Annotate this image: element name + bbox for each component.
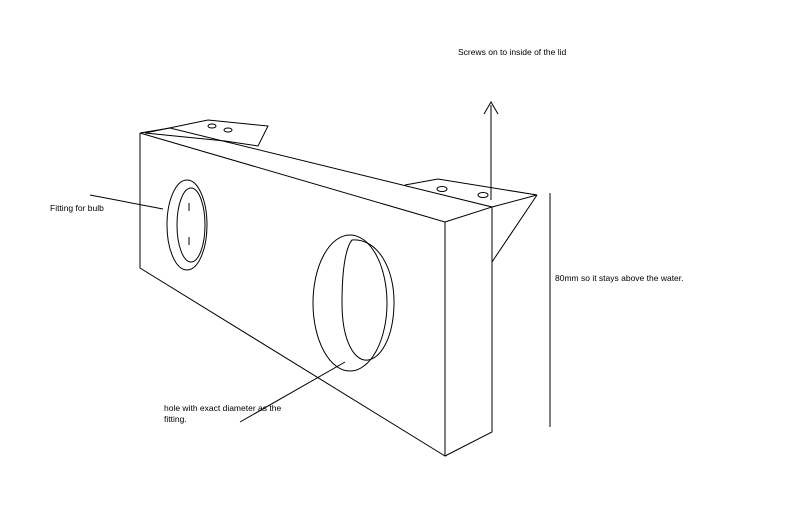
left-bracket xyxy=(144,119,269,147)
right-bracket-brace xyxy=(491,194,538,263)
bulb-fitting-outer xyxy=(166,179,208,271)
hole-outer xyxy=(312,234,388,372)
right-bracket xyxy=(404,178,538,208)
fitting-label: Fitting for bulb xyxy=(50,203,104,213)
lid-arrow-head xyxy=(483,101,499,115)
hole-leader-line xyxy=(239,361,346,423)
fitting-leader-line xyxy=(89,194,164,210)
left-bracket-screw-hole-2 xyxy=(223,127,233,133)
box-top-face xyxy=(139,127,494,223)
hole-inner-edge xyxy=(341,239,395,361)
screws-label: Screws on to inside of the lid xyxy=(458,47,567,57)
height-label: 80mm so it stays above the water. xyxy=(555,273,684,283)
bulb-fitting-inner xyxy=(176,187,206,263)
left-bracket-screw-hole-1 xyxy=(207,123,217,129)
right-bracket-screw-hole-2 xyxy=(477,192,489,198)
box-side-face xyxy=(444,207,493,457)
hole-label: hole with exact diameter as the fitting. xyxy=(164,403,282,424)
right-bracket-screw-hole-1 xyxy=(436,186,448,192)
